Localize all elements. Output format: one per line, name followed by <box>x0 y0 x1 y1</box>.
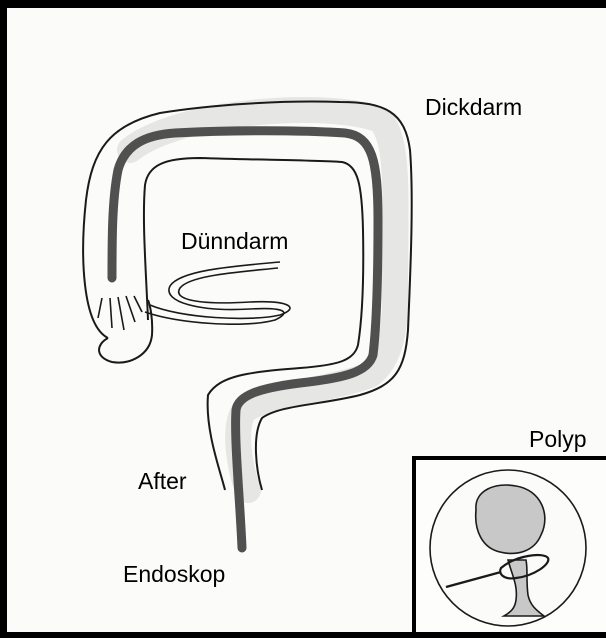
small-intestine-inner <box>145 262 284 324</box>
caecum <box>99 300 152 363</box>
small-intestine-label: Dünndarm <box>181 230 288 253</box>
polyp-inset <box>412 456 606 632</box>
small-intestine <box>150 268 290 318</box>
anus-label: After <box>138 470 187 493</box>
polyp-label: Polyp <box>529 428 587 451</box>
colon-shading <box>130 110 396 490</box>
caecum-folds <box>98 296 142 330</box>
large-intestine-label: Dickdarm <box>425 96 522 119</box>
endoscope-label: Endoskop <box>123 563 225 586</box>
polyp-head <box>476 485 545 553</box>
polyp-illustration <box>416 460 606 632</box>
